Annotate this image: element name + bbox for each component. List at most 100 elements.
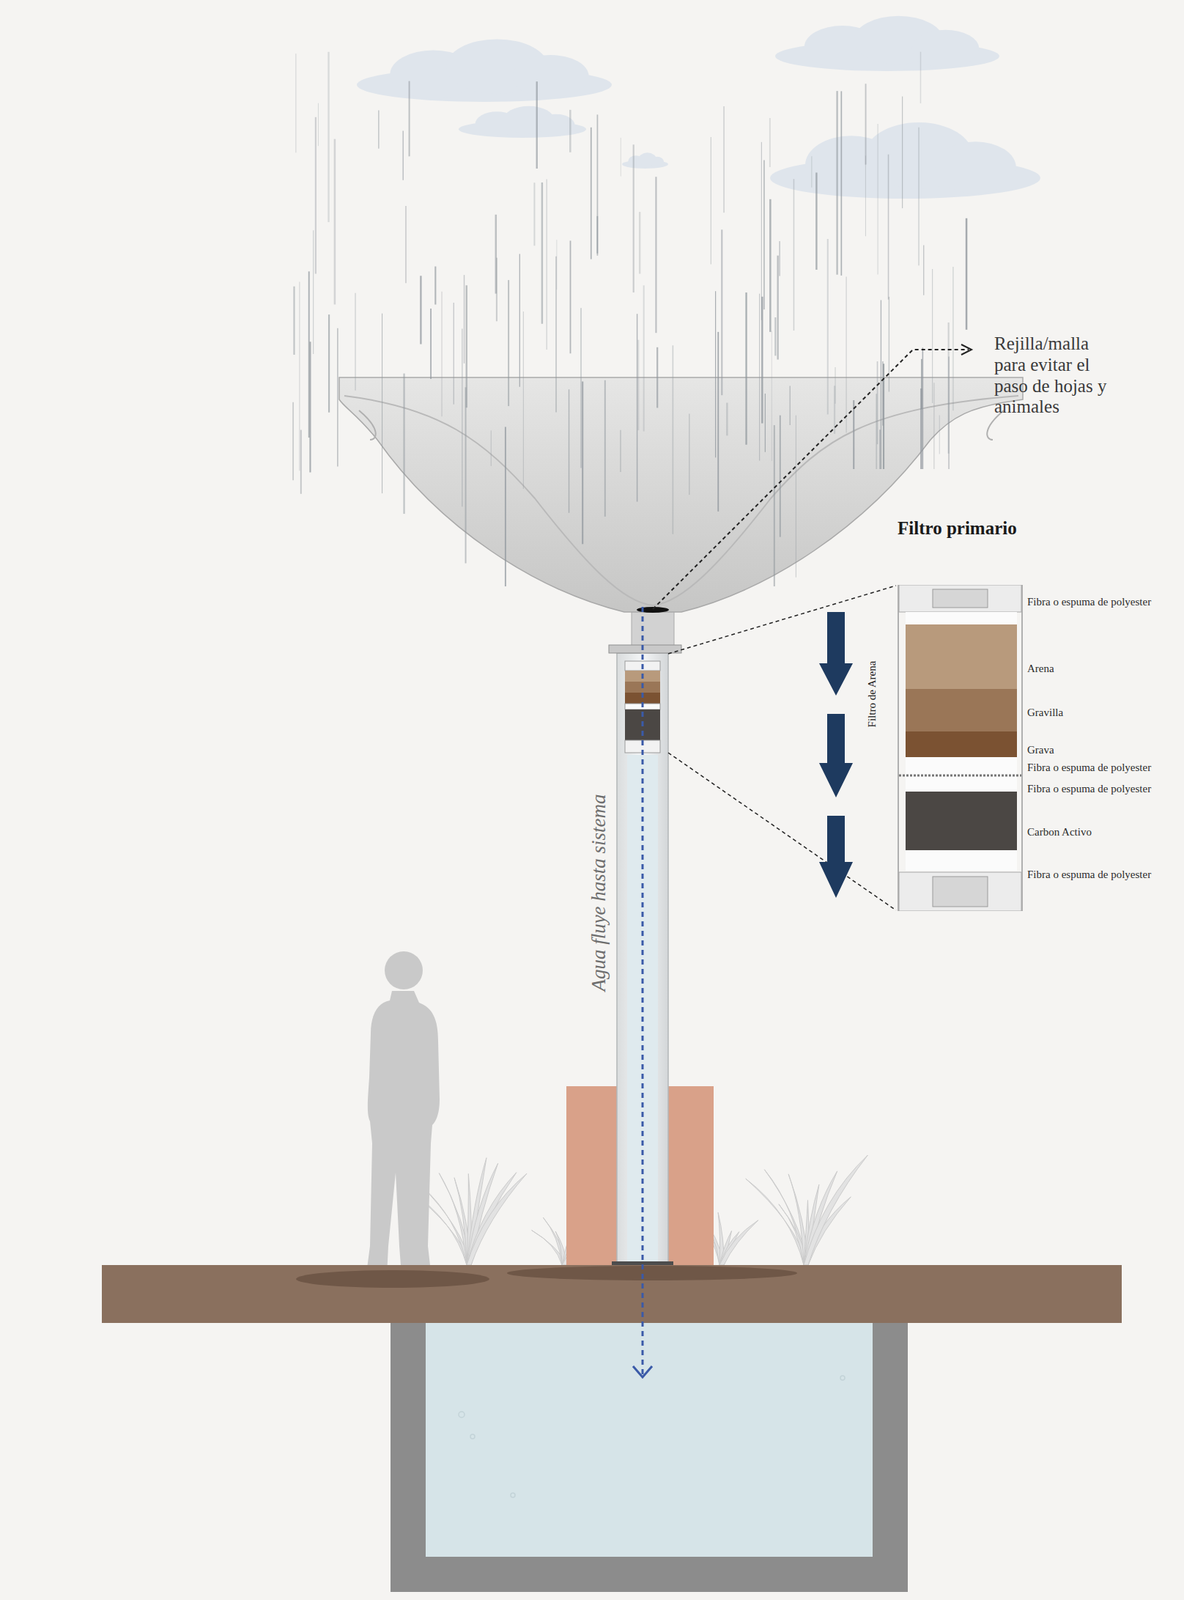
rain-streak (846, 276, 847, 434)
rain-streak (636, 313, 639, 502)
ground (101, 1264, 1122, 1323)
grass-blade (764, 1169, 809, 1265)
rain-streak (533, 182, 535, 246)
tank-water (425, 1322, 873, 1557)
pipe-collar (608, 644, 682, 653)
down-arrow (819, 713, 853, 798)
bowl-inner-edge (344, 395, 1019, 606)
grass-blade (438, 1173, 472, 1265)
rain-streak (922, 347, 924, 469)
rain-streak (334, 139, 337, 305)
callout-note: Rejilla/malla para evitar el paso de hoj… (994, 333, 1119, 418)
layer-label: Fibra o espuma de polyester (1027, 867, 1152, 881)
rain-streak (308, 271, 310, 438)
rain-streak (465, 285, 468, 408)
layer-label: Arena (1027, 661, 1055, 675)
filter-detail: Fibra o espuma de polyesterArenaGravilla… (897, 584, 1023, 911)
rain-streak (918, 127, 920, 266)
rain-streak (720, 229, 723, 395)
rain-streak (309, 341, 311, 472)
grass-blade (745, 1178, 809, 1265)
rain-streak (354, 293, 357, 391)
rain-streak (779, 241, 781, 277)
clouds (356, 16, 1041, 199)
callout-arrowhead (961, 344, 972, 355)
filter-layer: Fibra o espuma de polyester (905, 756, 1017, 773)
flow-arrowhead (633, 1365, 653, 1377)
rain-streak (555, 256, 557, 413)
rain-streak (327, 52, 329, 222)
rain-streak (880, 299, 882, 469)
rain-streak (931, 268, 933, 403)
rain-streak (789, 385, 791, 425)
rain-streak (811, 156, 812, 187)
rain-streak (292, 402, 294, 481)
filter-layer: Carbon Activo (905, 791, 1017, 850)
rain-streak (298, 282, 300, 472)
mesh-separator (898, 774, 1022, 777)
layer-label: Fibra o espuma de polyester (1027, 781, 1152, 795)
rain-streak (815, 172, 817, 270)
filter-layer: Fibra o espuma de polyester (905, 849, 1017, 871)
rain-streak (655, 176, 657, 333)
bubble (840, 1375, 845, 1380)
rain-streak (581, 380, 584, 544)
rain-streak (840, 90, 842, 275)
grass-blade (803, 1154, 868, 1265)
detail-leader (668, 752, 897, 910)
rain-streak (523, 311, 524, 489)
filter-layer: Gravilla (905, 688, 1017, 732)
rain-streak (300, 430, 302, 494)
rain-streak (597, 114, 599, 255)
rain-streak (875, 393, 878, 469)
rain-streak (569, 109, 572, 153)
flow-label: Agua fluye hasta sistema (588, 793, 611, 991)
rain-streak (378, 110, 380, 149)
housing-wall (897, 584, 899, 911)
rain-streak (620, 137, 622, 177)
cap-ring (932, 589, 988, 608)
rain-streak (923, 245, 924, 296)
rain-streak (496, 257, 498, 322)
cloud (770, 122, 1041, 199)
housing-wall (1021, 584, 1023, 911)
rain-streak (761, 142, 762, 321)
ground-shadow (296, 1269, 490, 1288)
rain-streak (865, 156, 867, 237)
rain-streak (441, 291, 443, 417)
rain-streak (759, 293, 760, 461)
rain-streak (568, 389, 570, 513)
rain-streak (580, 307, 582, 468)
rain-streak (402, 131, 403, 181)
rain-streak (763, 159, 765, 310)
rain-streak (402, 373, 405, 514)
rain-streak (776, 255, 779, 360)
rain-streak (461, 328, 464, 507)
rain-streak (965, 218, 968, 330)
rain-streak (920, 388, 922, 469)
person-head (384, 951, 423, 990)
rain-streak (519, 253, 521, 387)
cloud (356, 39, 612, 102)
illustration-part (934, 141, 1017, 194)
illustration-part (512, 54, 589, 98)
rain-streak (723, 106, 725, 213)
layer-label: Fibra o espuma de polyester (1027, 594, 1152, 609)
rain-streak (901, 96, 903, 209)
rain-streak (672, 345, 675, 535)
rain-streak (317, 103, 319, 146)
housing-cap (898, 871, 1022, 911)
rain-streak (779, 415, 782, 538)
layer-label: Carbon Activo (1027, 824, 1092, 839)
rain-streak (726, 402, 728, 436)
rain-streak (865, 83, 867, 165)
layer-label: Fibra o espuma de polyester (1027, 760, 1152, 774)
rain-streak (920, 52, 922, 104)
grass-blade (542, 1216, 567, 1265)
rain-streak (312, 230, 314, 354)
rain-streak (834, 367, 836, 404)
rain-streak (590, 127, 592, 260)
rain-streak (745, 292, 747, 445)
rain (293, 52, 967, 587)
rain-streak (328, 314, 330, 413)
